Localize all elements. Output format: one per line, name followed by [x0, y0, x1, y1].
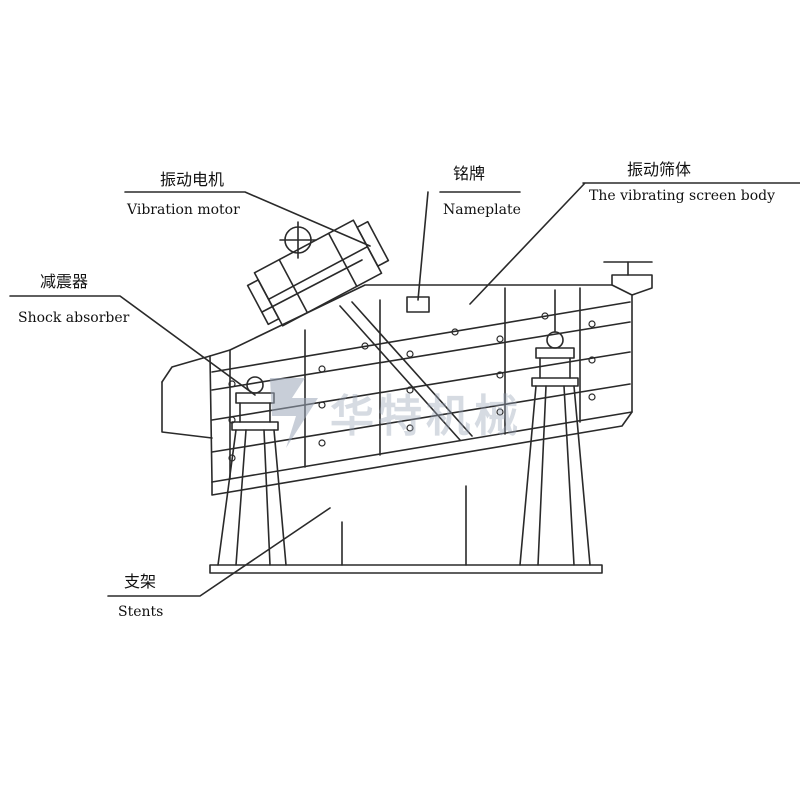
screen-body-label-zh: 振动筛体 — [627, 160, 692, 179]
nameplate-drawing — [406, 296, 430, 313]
right-shock-absorber-drawing — [531, 289, 579, 387]
nameplate-label-zh: 铭牌 — [453, 164, 486, 183]
stents-label-zh: 支架 — [124, 572, 157, 591]
nameplate-label-en: Nameplate — [443, 202, 521, 218]
vibration-motor-drawing — [246, 219, 390, 327]
vibration-motor-label-zh: 振动电机 — [160, 170, 225, 189]
screen-body-label-en: The vibrating screen body — [589, 188, 776, 204]
watermark-text: 华特机械 — [330, 391, 522, 442]
left-shock-absorber-drawing — [231, 376, 279, 431]
shock-absorber-label-en: Shock absorber — [18, 310, 130, 326]
shock-absorber-label-zh: 减震器 — [40, 272, 89, 291]
stents-label-en: Stents — [118, 604, 164, 620]
deck-bolts — [228, 312, 596, 462]
vibration-motor-label-en: Vibration motor — [127, 202, 240, 218]
leader-lines — [9, 182, 800, 597]
stents-drawing — [209, 385, 603, 574]
watermark-logo — [270, 378, 318, 448]
